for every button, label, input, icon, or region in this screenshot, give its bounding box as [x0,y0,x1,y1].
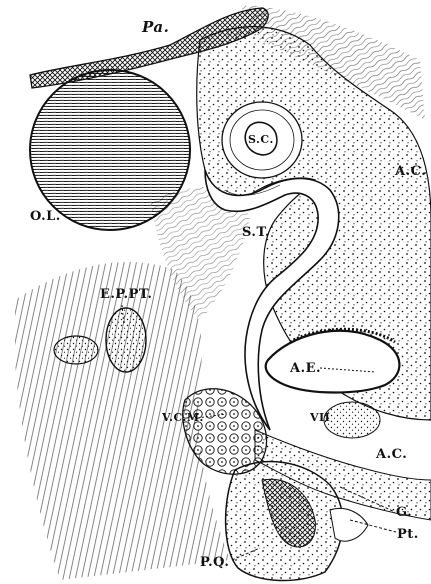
label-sc: S.C. [248,134,274,145]
auditory-element-ae [266,329,400,392]
label-vcm: V.C.M. [162,412,204,423]
small-cartilage-left [54,336,98,364]
fibrous-tissue-lower-left [15,187,250,580]
label-ac-lower: A.C. [376,448,407,461]
label-vii: VII [310,412,330,423]
label-eppt: E.P.PT. [100,288,152,301]
label-pt: Pt. [397,528,419,541]
optic-lobe-ol [30,70,190,230]
label-st: S.T. [242,226,270,239]
label-pa: Pa. [142,20,169,35]
epipterygoid-eppt [106,308,146,372]
pterygoid-pt [330,508,368,541]
label-ac-upper: A.C. [395,165,426,178]
label-ol: O.L. [30,210,61,223]
label-pq: P.Q. [200,556,229,569]
label-g: G. [396,506,412,519]
nerve-vii [324,402,380,438]
label-ae: A.E. [290,362,321,375]
